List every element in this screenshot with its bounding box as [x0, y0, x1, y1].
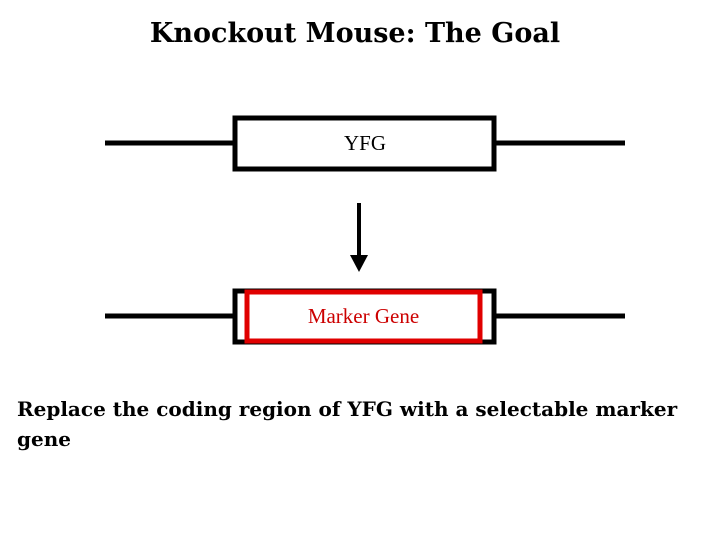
slide-caption: Replace the coding region of YFG with a …: [17, 397, 678, 451]
marker-gene-label: Marker Gene: [307, 304, 420, 328]
yfg-label: YFG: [343, 131, 386, 155]
replacement-arrow-head: [350, 255, 368, 272]
slide-title: Knockout Mouse: The Goal: [149, 18, 561, 49]
marker-gene-box: [244, 289, 483, 344]
